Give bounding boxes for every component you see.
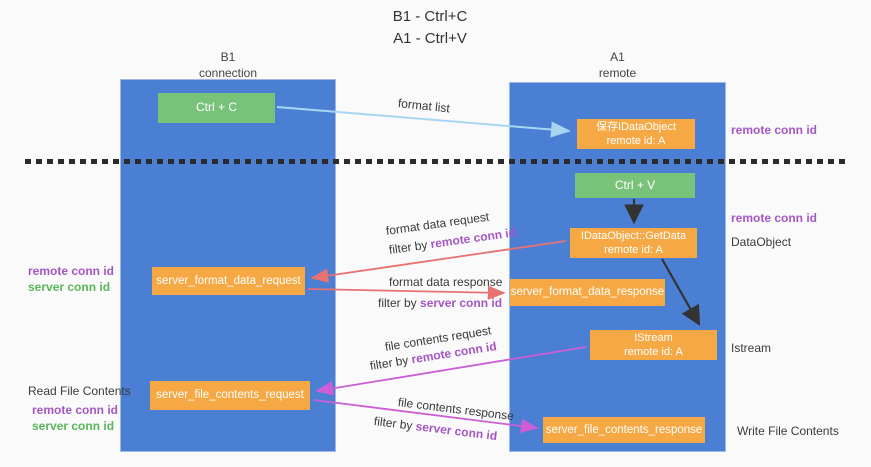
node-server-file-contents-request: server_file_contents_request <box>150 381 310 410</box>
node-save-idataobject-line2: remote id: A <box>606 135 666 147</box>
node-istream-line2: remote id: A <box>624 346 683 358</box>
node-server-format-data-request-label: server_format_data_request <box>156 274 301 287</box>
node-server-format-data-request: server_format_data_request <box>152 267 305 295</box>
format-data-response-filter-label: filter by server conn id <box>378 296 502 310</box>
annotation-remote-conn-id-mid: remote conn id <box>731 211 818 225</box>
node-server-format-data-response: server_format_data_response <box>510 279 665 306</box>
node-server-file-contents-response: server_file_contents_response <box>543 417 705 443</box>
title-line-1: B1 - Ctrl+C <box>392 8 468 25</box>
node-idataobject-getdata-line2: remote id: A <box>604 244 663 256</box>
column-b1-name: B1 <box>220 50 236 64</box>
title-line-2: A1 - Ctrl+V <box>393 29 467 47</box>
annotation-left-server-conn-id: server conn id <box>28 280 111 294</box>
file-contents-response-arrow <box>313 399 539 434</box>
annotation-left-remote-conn-id: remote conn id <box>28 264 115 278</box>
annotation-remote-conn-id-top: remote conn id <box>731 123 818 137</box>
annotation-dataobject: DataObject <box>731 235 792 249</box>
phase-separator-dashed-line <box>25 159 845 164</box>
annotation-istream: Istream <box>731 341 772 355</box>
column-header-b1: B1 connection <box>120 50 336 81</box>
node-ctrl-c: Ctrl + C <box>158 93 275 123</box>
column-a1-role: remote <box>598 65 637 80</box>
node-idataobject-getdata: IDataObject::GetData remote id: A <box>570 228 697 258</box>
annotation-left2-server-conn-id: server conn id <box>32 419 115 433</box>
node-server-file-contents-response-label: server_file_contents_response <box>545 423 703 436</box>
column-b1-role: connection <box>198 65 258 80</box>
node-ctrl-v: Ctrl + V <box>575 173 695 198</box>
node-server-file-contents-request-label: server_file_contents_request <box>156 389 304 402</box>
annotation-write-file-contents: Write File Contents <box>737 424 839 438</box>
node-ctrl-v-label: Ctrl + V <box>614 177 656 192</box>
node-idataobject-getdata-line1: IDataObject::GetData <box>580 229 687 242</box>
format-list-arrow <box>276 106 571 138</box>
node-istream: IStream remote id: A <box>590 330 717 360</box>
getdata-to-istream-arrow <box>661 258 701 326</box>
server-conn-id-text: server conn id <box>420 296 503 310</box>
file-contents-request-arrow <box>315 346 587 396</box>
column-header-a1: A1 remote <box>509 50 726 81</box>
format-data-response-label: format data response <box>389 275 503 289</box>
node-save-idataobject: 保存IDataObject remote id: A <box>577 119 695 149</box>
format-data-response-arrow <box>307 285 506 300</box>
annotation-read-file-contents: Read File Contents <box>28 384 131 398</box>
diagram-title: B1 - Ctrl+C A1 - Ctrl+V <box>330 6 530 50</box>
node-save-idataobject-line1: 保存IDataObject <box>595 120 677 133</box>
node-istream-line1: IStream <box>634 331 673 344</box>
node-server-format-data-response-label: server_format_data_response <box>510 286 665 299</box>
node-ctrl-c-label: Ctrl + C <box>195 100 237 115</box>
annotation-left2-remote-conn-id: remote conn id <box>32 403 119 417</box>
filter-by-text: filter by <box>378 296 421 310</box>
column-a1-name: A1 <box>610 50 625 64</box>
format-data-request-arrow <box>310 240 567 283</box>
